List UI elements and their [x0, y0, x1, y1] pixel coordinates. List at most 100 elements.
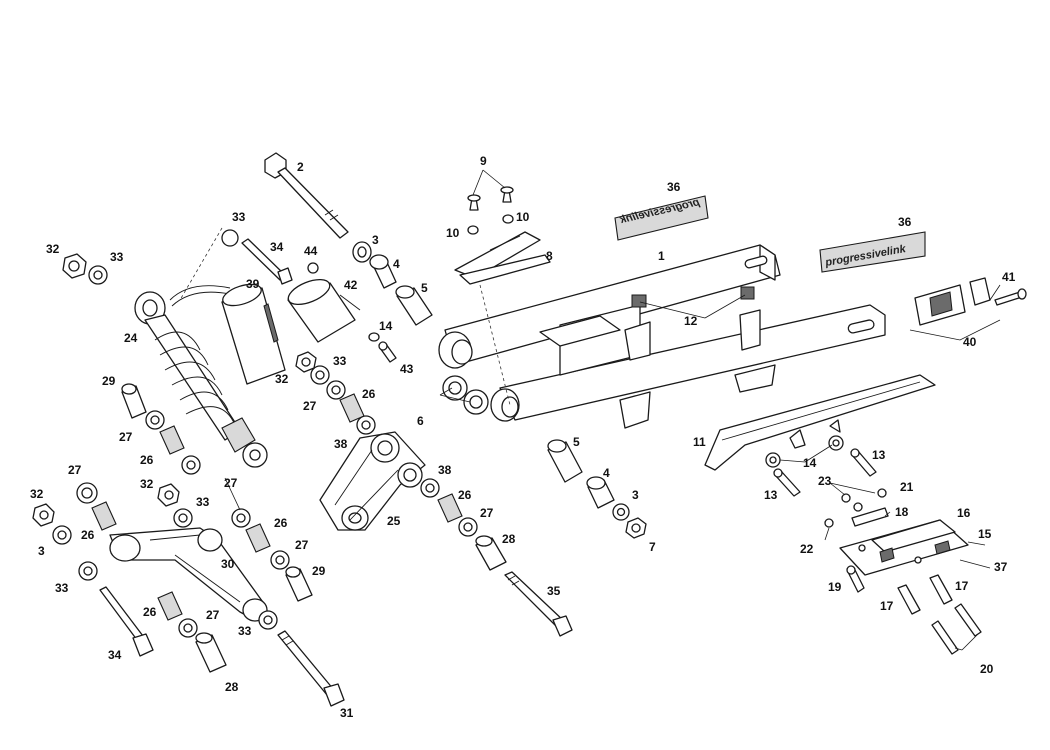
spacer [547, 439, 583, 483]
washer [307, 262, 319, 274]
callout: 26 [458, 488, 472, 502]
callout: 33 [232, 210, 246, 224]
washer [231, 508, 251, 528]
nut [62, 253, 87, 279]
spacer [285, 566, 313, 602]
callout: 9 [480, 154, 487, 168]
callout: 4 [603, 466, 610, 480]
pivot-bolt [264, 152, 349, 239]
needle-bearing [245, 523, 271, 553]
rubber-block [631, 294, 647, 308]
washer [368, 332, 380, 342]
bushing [369, 254, 397, 289]
washer [420, 478, 440, 498]
callout: 24 [124, 331, 138, 345]
callout: 29 [312, 564, 326, 578]
needle-bearing [159, 425, 185, 455]
washer [258, 610, 278, 630]
washer [352, 241, 372, 263]
callout: 33 [110, 250, 124, 264]
callout: 22 [800, 542, 814, 556]
bolt [504, 571, 573, 637]
bolt [994, 288, 1027, 306]
callout: 36 [667, 180, 681, 194]
callout: 4 [393, 257, 400, 271]
callout: 35 [547, 584, 561, 598]
callout: 33 [333, 354, 347, 368]
shock-absorber [134, 285, 268, 468]
callout: 18 [895, 505, 909, 519]
washer [88, 265, 108, 285]
callout: 32 [46, 242, 60, 256]
callout: 21 [900, 480, 914, 494]
reservoir-clamp [287, 278, 361, 343]
callout: 34 [270, 240, 284, 254]
callout: 16 [957, 506, 971, 520]
spacer [475, 535, 507, 571]
callout: 13 [764, 488, 778, 502]
callout: 36 [898, 215, 912, 229]
bolt [99, 586, 154, 657]
callout: 27 [224, 476, 238, 490]
washer [181, 455, 201, 475]
nut [157, 483, 180, 507]
callout: 33 [55, 581, 69, 595]
callout: 32 [30, 487, 44, 501]
callout: 10 [516, 210, 530, 224]
callout: 7 [649, 540, 656, 554]
callout: 27 [303, 399, 317, 413]
bearing [442, 375, 468, 401]
washer [458, 517, 478, 537]
callout: 28 [225, 680, 239, 694]
guide-plate [839, 519, 969, 576]
nut [625, 517, 647, 539]
callout: 27 [206, 608, 220, 622]
washer [76, 482, 98, 504]
callout: 5 [421, 281, 428, 295]
washer [178, 618, 198, 638]
callout: 10 [446, 226, 460, 240]
callout: 32 [275, 372, 289, 386]
callout: 12 [684, 314, 698, 328]
spacer [897, 584, 921, 615]
needle-bearing [157, 591, 183, 621]
callout: 23 [818, 474, 832, 488]
screw [500, 186, 514, 203]
needle-bearing [91, 501, 117, 531]
callout: 13 [872, 448, 886, 462]
nut [32, 503, 55, 527]
callout: 27 [68, 463, 82, 477]
callout: 29 [102, 374, 116, 388]
screw [773, 468, 801, 497]
decal-normal: progressivelink [819, 231, 926, 273]
callout: 38 [334, 437, 348, 451]
callout: 26 [81, 528, 95, 542]
callout: 11 [693, 435, 706, 449]
washer [502, 214, 514, 224]
screw [850, 448, 877, 477]
swingarm [438, 244, 886, 429]
callout: 27 [480, 506, 494, 520]
chain-slider [454, 231, 551, 285]
bolt [277, 630, 345, 707]
washer [877, 488, 887, 498]
callout: 1 [658, 249, 665, 263]
callout: 40 [963, 335, 977, 349]
decal-mirrored: progressivelink [614, 195, 709, 241]
callout: 8 [546, 249, 553, 263]
callout: 39 [246, 277, 260, 291]
washer [52, 525, 72, 545]
callout: 3 [38, 544, 45, 558]
callout: 20 [980, 662, 994, 676]
washer [310, 365, 330, 385]
washer [612, 503, 630, 521]
callout: 14 [379, 319, 393, 333]
washer [173, 508, 193, 528]
callout: 26 [274, 516, 288, 530]
callout: 41 [1002, 270, 1016, 284]
callout: 31 [340, 706, 354, 720]
washer [356, 415, 376, 435]
link-arm [109, 527, 268, 622]
callout: 6 [417, 414, 424, 428]
callout: 25 [387, 514, 401, 528]
